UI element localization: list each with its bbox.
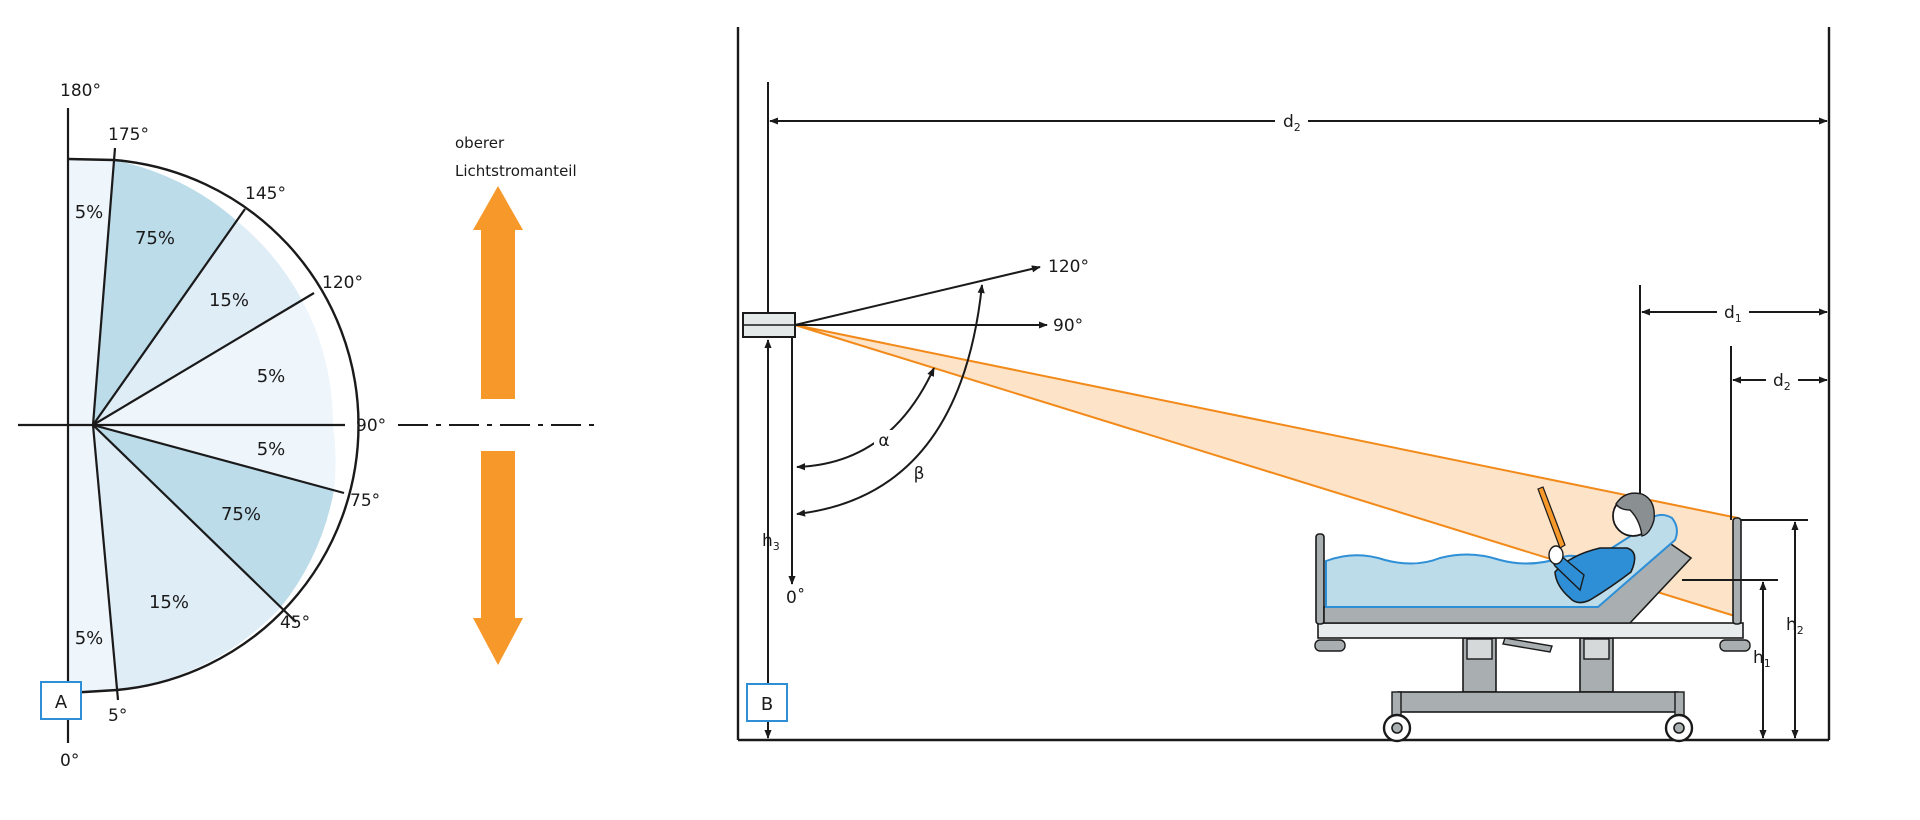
ray-120-label: 120° xyxy=(1048,257,1089,277)
d2-small-label: d2 xyxy=(1773,371,1791,393)
pct-45-75: 75% xyxy=(221,504,261,525)
panel-b: d2 120° 90° 0˚ α β h3 B d1 d2 xyxy=(736,27,1831,743)
pct-0-5: 5% xyxy=(75,628,104,649)
badge-a-box xyxy=(40,681,82,720)
wheel-right-hub xyxy=(1673,722,1685,734)
ray-175 xyxy=(91,147,117,426)
sector-120-145 xyxy=(93,221,302,425)
angle-label-75: 75° xyxy=(350,491,380,511)
angle-label-120: 120° xyxy=(322,273,363,293)
legend-line-1: oberer xyxy=(455,134,505,152)
sector-90-120 xyxy=(93,300,334,425)
hospital-bed xyxy=(1314,486,1751,743)
foot-bumper-right xyxy=(1719,639,1751,652)
ray-145 xyxy=(92,208,246,426)
angle-label-0: 0° xyxy=(60,751,79,771)
badge-b-box xyxy=(746,683,788,722)
d2-small-gap xyxy=(1766,369,1798,391)
top-dim-label: d2 xyxy=(1283,112,1301,134)
h2-label: h2 xyxy=(1786,615,1804,637)
legend-line-2: Lichtstromanteil xyxy=(455,162,577,180)
ray-0-label: 0˚ xyxy=(786,587,805,608)
patient-torso xyxy=(1554,547,1636,604)
ray-45 xyxy=(92,424,297,623)
angle-label-90: 90° xyxy=(356,416,386,436)
bed-strut xyxy=(1502,637,1553,653)
arc-outline xyxy=(67,157,360,695)
panel-a: 5% 75% 15% 5% 5% 75% 15% 5% 180° 175° 14… xyxy=(18,81,600,771)
ray-120 xyxy=(92,292,315,426)
ray-120 xyxy=(794,265,1041,326)
pct-5-45: 15% xyxy=(149,592,189,613)
ray-5 xyxy=(91,424,120,701)
beta-arc xyxy=(796,284,985,517)
book xyxy=(1537,486,1566,549)
sector-175-180 xyxy=(68,159,114,425)
d1-gap xyxy=(1717,301,1749,323)
beta-label: β xyxy=(914,464,925,484)
patient-hand xyxy=(1548,545,1564,565)
sector-5-45 xyxy=(93,425,281,690)
pct-145-175: 75% xyxy=(135,228,175,249)
angle-label-5: 5° xyxy=(108,706,127,726)
h1-label: h1 xyxy=(1753,648,1771,670)
ray-90-label: 90° xyxy=(1053,316,1083,336)
bed-column-cap-right xyxy=(1583,638,1610,660)
sector-45-75 xyxy=(93,425,334,607)
pct-175-180: 5% xyxy=(75,202,104,223)
badge-b-label: B xyxy=(761,694,773,715)
angle-label-175: 175° xyxy=(108,125,149,145)
ray-75 xyxy=(92,423,345,495)
footboard xyxy=(1315,533,1325,625)
wheel-left-hub xyxy=(1391,722,1403,734)
alpha-arc xyxy=(796,367,935,471)
patient-hair xyxy=(1615,492,1655,537)
pct-90-120: 5% xyxy=(257,366,286,387)
sector-0-5 xyxy=(68,425,117,693)
up-arrow xyxy=(473,186,523,399)
pct-75-90: 5% xyxy=(257,439,286,460)
badge-a-label: A xyxy=(55,692,68,713)
alpha-label: α xyxy=(878,431,889,451)
angle-label-145: 145° xyxy=(245,184,286,204)
headboard xyxy=(1732,517,1742,625)
pct-120-145: 15% xyxy=(209,290,249,311)
down-arrow xyxy=(473,451,523,665)
h3-label: h3 xyxy=(762,531,780,553)
d1-label: d1 xyxy=(1724,303,1742,325)
top-dim-gap xyxy=(1275,109,1308,133)
angle-label-45: 45° xyxy=(280,613,310,633)
bed-column-cap-left xyxy=(1466,638,1493,660)
sector-145-175 xyxy=(93,160,237,425)
bed-base xyxy=(1397,691,1679,713)
angle-label-180: 180° xyxy=(60,81,101,101)
bed-frame xyxy=(1317,622,1744,639)
foot-bumper-left xyxy=(1314,639,1346,652)
